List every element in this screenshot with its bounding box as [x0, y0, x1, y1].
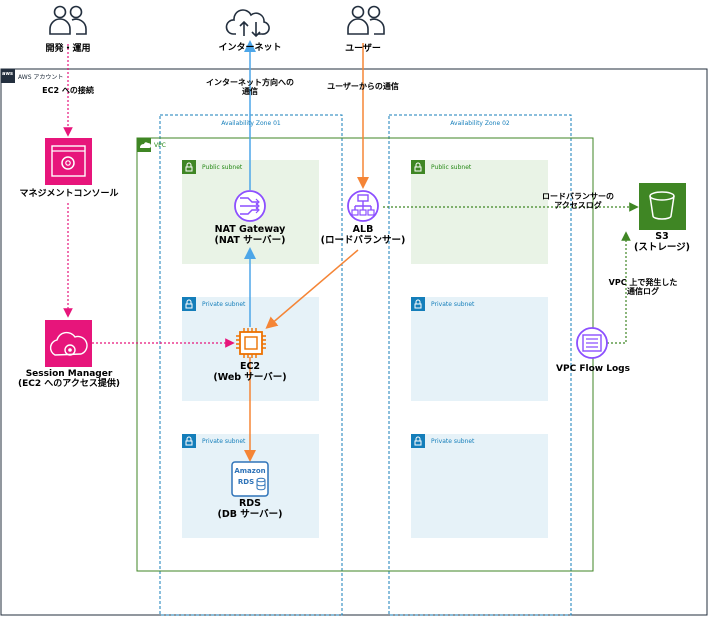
alb-label: ALB (ロードバランサー) [320, 224, 406, 246]
account-label: AWS アカウント [18, 74, 64, 81]
az1-label: Availability Zone 01 [221, 120, 281, 127]
vpc-logs-label: VPC 上で発生した 通信ログ [608, 278, 678, 297]
vpc-label: VPC [154, 142, 166, 149]
ec2-icon [236, 328, 266, 358]
az1-boundary [159, 114, 343, 616]
session-manager-icon [45, 320, 92, 367]
s3-label: S3 (ストレージ) [634, 231, 690, 253]
az2-label: Availability Zone 02 [450, 120, 510, 127]
private-subnet-az2-db [411, 434, 548, 538]
public-subnet-az2 [411, 160, 548, 264]
rds-icon: Amazon RDS [231, 461, 269, 497]
management-console-icon [45, 138, 92, 185]
public-subnet-label: Public subnet [202, 164, 243, 171]
ec2-label: EC2 (Web サーバー) [213, 361, 287, 383]
nat-gateway-label: NAT Gateway (NAT サーバー) [214, 224, 286, 246]
private-subnet-label: Private subnet [202, 438, 246, 445]
internet-flow-label: インターネット方向への 通信 [206, 78, 294, 97]
vpc-flow-logs-label: VPC Flow Logs [556, 364, 630, 374]
rds-icon-label-rds: RDS [238, 478, 254, 486]
console-label: マネジメントコンソール [19, 189, 119, 199]
aws-logo-icon [1, 69, 15, 83]
nat-gateway-icon [234, 190, 266, 222]
dev-ops-label: 開発・運用 [45, 44, 91, 54]
alb-icon [347, 190, 379, 222]
aws-account-group [0, 68, 708, 616]
alb-to-ec2-arrow [265, 249, 359, 329]
user-icon [347, 5, 385, 35]
internet-cloud-icon [225, 9, 270, 38]
rds-icon-label-amazon: Amazon [234, 467, 265, 475]
private-subnet-label: Private subnet [431, 301, 475, 308]
az2-boundary [388, 114, 572, 616]
user-label: ユーザー [345, 44, 381, 54]
ec2-connect-label: EC2 への接続 [42, 86, 94, 95]
internet-label: インターネット [218, 43, 282, 53]
private-subnet-az2-app [411, 297, 548, 401]
private-subnet-label: Private subnet [202, 301, 246, 308]
vpc-flow-logs-icon [576, 327, 608, 359]
s3-bucket-icon [639, 183, 686, 230]
aws-badge: aws [2, 71, 13, 77]
alb-logs-label: ロードバランサーの アクセスログ [542, 192, 614, 211]
dev-ops-users-icon [49, 5, 87, 35]
public-subnet-label: Public subnet [431, 164, 472, 171]
session-manager-label: Session Manager (EC2 へのアクセス提供) [18, 369, 120, 390]
rds-label: RDS (DB サーバー) [217, 498, 283, 520]
user-flow-label: ユーザーからの通信 [327, 82, 399, 91]
private-subnet-label: Private subnet [431, 438, 475, 445]
